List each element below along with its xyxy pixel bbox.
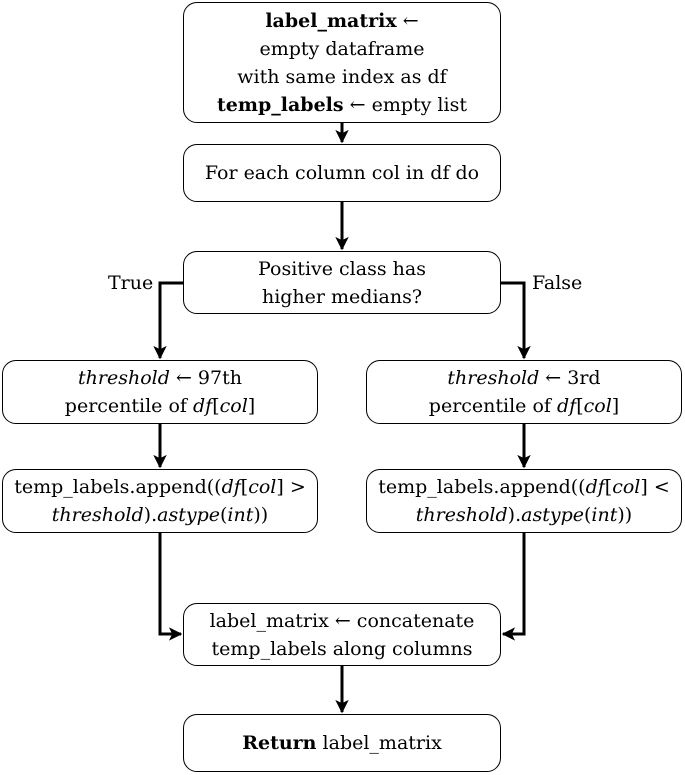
assign-arrow: ← [396,9,419,32]
threshold-var: threshold [51,504,144,526]
threshold-false-line-2: percentile of df[col] [429,392,619,420]
concat-line-2: temp_labels along columns [211,637,473,660]
decision-node: Positive class has higher medians? [183,251,501,314]
open-bracket: [ [604,476,613,498]
open-paren: ( [583,504,592,526]
arrow-append-false-to-concat [501,533,526,641]
dot: ). [507,504,522,526]
less-than-op: ] < [640,476,670,498]
col-var: col [583,395,612,417]
arrow-append-true-to-concat [158,533,183,641]
concat-node: label_matrix ← concatenate temp_labels a… [183,603,501,666]
col-var: col [219,395,248,417]
close-bracket: ] [247,395,256,417]
decision-line-1: Positive class has [258,257,426,280]
init-line-4: temp_labels ← empty list [217,91,467,119]
init-node: label_matrix ← empty dataframe with same… [183,2,501,123]
greater-than-op: ] > [276,476,306,498]
df-var: df [192,395,213,417]
arrow-decision-true [153,281,183,360]
threshold-var: threshold [447,367,540,389]
dot: ). [143,504,158,526]
append-call: temp_labels.append(( [378,476,586,498]
append-false-line-1: temp_labels.append((df[col] < [378,473,670,501]
percentile-text: percentile of [428,395,557,417]
threshold-true-line-2: percentile of df[col] [65,392,255,420]
open-bracket: [ [240,476,249,498]
threshold-true-node: threshold ← 97th percentile of df[col] [2,360,318,424]
decision-line-2: higher medians? [261,285,423,308]
temp-labels-var: temp_labels [217,93,344,116]
percentile-text: percentile of [64,395,193,417]
append-true-line-2: threshold).astype(int)) [52,501,268,529]
append-true-line-1: temp_labels.append((df[col] > [14,473,306,501]
threshold-true-line-1: threshold ← 97th [78,364,242,392]
df-var: df [585,476,605,498]
open-bracket: [ [212,395,220,417]
df-var: df [556,395,577,417]
arrow-decision-false [501,281,531,360]
append-true-node: temp_labels.append((df[col] > threshold)… [2,469,318,533]
threshold-var: threshold [415,504,508,526]
threshold-false-node: threshold ← 3rd percentile of df[col] [366,360,682,424]
loop-node: For each column col in df do [183,144,501,202]
edge-label-false: False [532,272,583,294]
return-value: label_matrix [316,732,442,754]
init-line-3: with same index as df [237,65,447,88]
loop-text: For each column col in df do [204,162,480,184]
threshold-false-line-1: threshold ← 3rd [447,364,600,392]
return-node: Return label_matrix [183,714,501,772]
init-line-1: label_matrix ← [265,7,418,35]
label-matrix-var: label_matrix [265,9,397,32]
append-call: temp_labels.append(( [14,476,222,498]
threshold-var: threshold [78,367,170,389]
astype-call: astype [521,504,584,526]
init-line-4-rest: ← empty list [343,93,467,116]
col-var: col [612,476,641,498]
close-parens: )) [617,504,633,526]
return-line: Return label_matrix [242,729,442,757]
astype-call: astype [157,504,220,526]
open-bracket: [ [576,395,584,417]
edge-label-true: True [108,272,154,294]
df-var: df [221,476,241,498]
close-parens: )) [253,504,269,526]
open-paren: ( [219,504,228,526]
int-type: int [227,504,254,526]
init-line-2: empty dataframe [259,37,425,60]
append-false-line-2: threshold).astype(int)) [416,501,632,529]
append-false-node: temp_labels.append((df[col] < threshold)… [366,469,682,533]
int-type: int [591,504,618,526]
threshold-false-value: ← 3rd [539,367,601,389]
concat-line-1: label_matrix ← concatenate [209,609,475,632]
col-var: col [248,476,277,498]
threshold-true-value: ← 97th [169,367,242,389]
close-bracket: ] [611,395,620,417]
return-keyword: Return [242,732,317,754]
